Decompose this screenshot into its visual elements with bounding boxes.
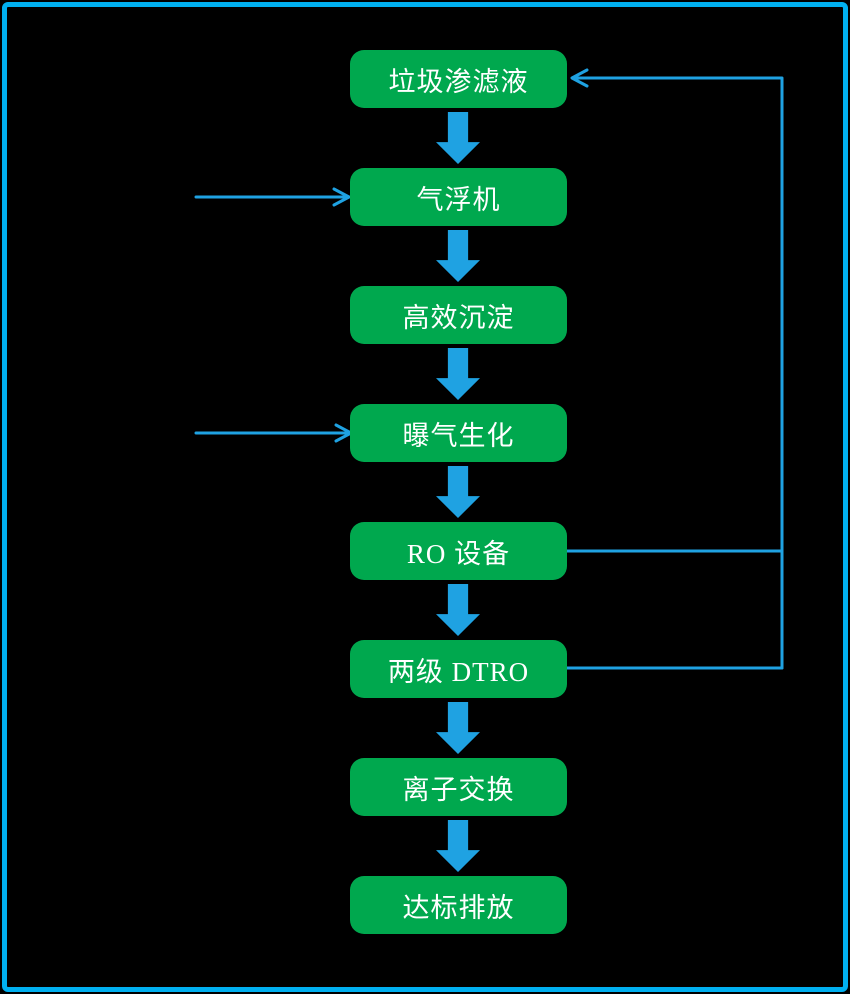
node-leachate: 垃圾渗滤液 — [350, 50, 567, 108]
node-ion-exchange: 离子交换 — [350, 758, 567, 816]
node-label: 气浮机 — [416, 184, 501, 215]
node-label: 离子交换 — [402, 774, 515, 805]
node-label: RO 设备 — [406, 538, 511, 569]
node-label: 垃圾渗滤液 — [388, 66, 529, 97]
node-label: 曝气生化 — [402, 420, 515, 451]
node-label: 高效沉淀 — [402, 302, 515, 333]
node-aeration-biochemical: 曝气生化 — [350, 404, 567, 462]
input-arrow-air-flotation — [194, 187, 351, 207]
input-arrow-aeration-biochemical — [194, 423, 353, 443]
node-standard-discharge: 达标排放 — [350, 876, 567, 934]
node-label: 两级 DTRO — [387, 656, 530, 687]
node-two-stage-dtro: 两级 DTRO — [350, 640, 567, 698]
node-label: 达标排放 — [402, 892, 515, 923]
node-high-efficiency-sedimentation: 高效沉淀 — [350, 286, 567, 344]
node-air-flotation: 气浮机 — [350, 168, 567, 226]
feedback-line-to-leachate — [565, 68, 784, 670]
node-ro-equipment: RO 设备 — [350, 522, 567, 580]
